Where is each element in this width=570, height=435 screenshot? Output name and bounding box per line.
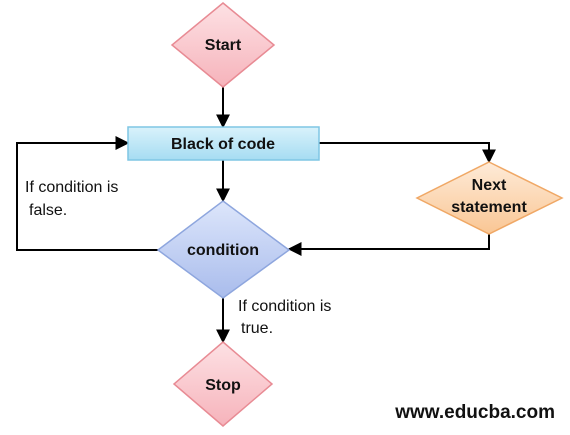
condition-shape xyxy=(156,200,291,299)
block-shape xyxy=(127,126,320,161)
edge-block-to-next xyxy=(319,142,496,164)
watermark: www.educba.com xyxy=(394,402,555,423)
edge-next-to-condition xyxy=(287,234,490,256)
block-node: Black of code xyxy=(127,126,320,161)
next-statement-label-line1: Next xyxy=(472,177,507,194)
true-note: If condition is true. xyxy=(238,298,331,337)
false-note-line2: false. xyxy=(29,202,67,219)
stop-label: Stop xyxy=(205,377,241,394)
condition-label: condition xyxy=(187,242,259,259)
false-note: If condition is false. xyxy=(25,179,118,219)
next-statement-node: Next statement xyxy=(415,161,564,235)
start-label: Start xyxy=(205,37,242,54)
edge-condition-false-loop xyxy=(16,136,158,251)
stop-node: Stop xyxy=(172,341,274,427)
block-label: Black of code xyxy=(171,136,275,153)
start-node: Start xyxy=(170,2,276,88)
next-statement-shape xyxy=(415,161,564,235)
condition-node: condition xyxy=(156,200,291,299)
true-note-line1: If condition is xyxy=(238,298,331,315)
false-note-line1: If condition is xyxy=(25,179,118,196)
edges xyxy=(16,87,496,344)
stop-shape xyxy=(172,341,274,427)
next-statement-label-line2: statement xyxy=(451,199,527,216)
start-shape xyxy=(170,2,276,88)
true-note-line2: true. xyxy=(241,320,273,337)
